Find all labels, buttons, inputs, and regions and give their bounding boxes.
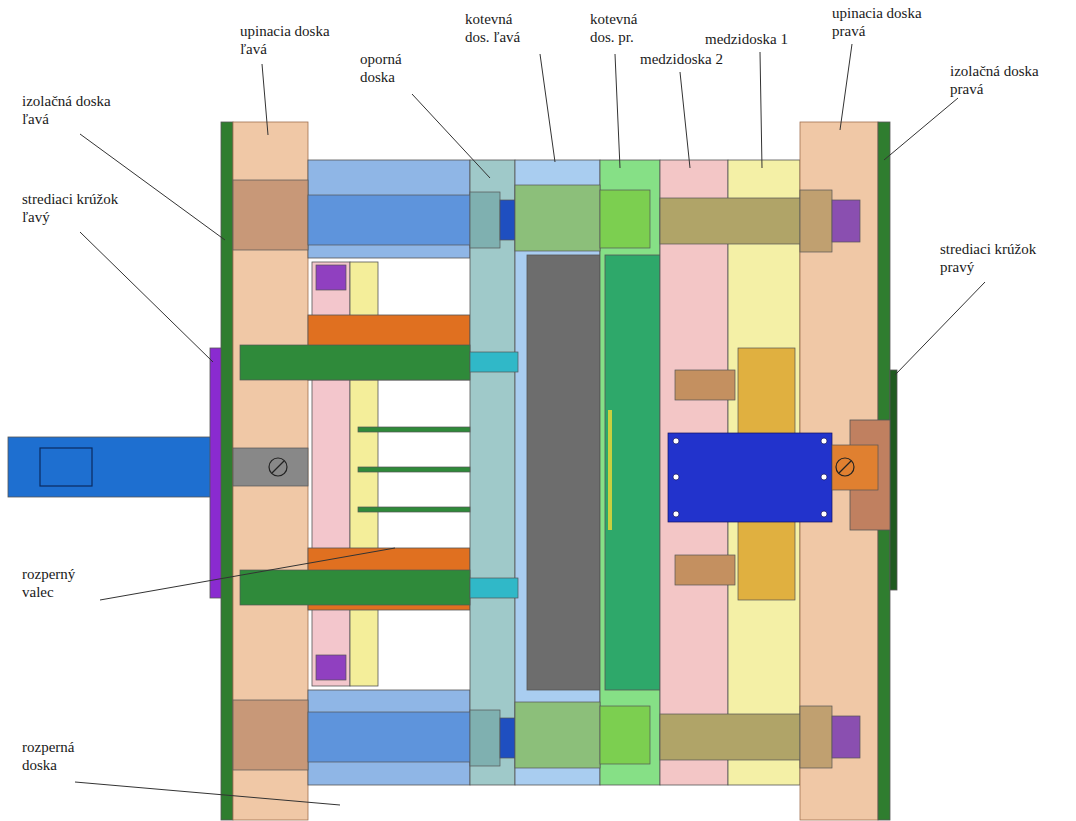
label-text: strediaci krúžok pravý	[940, 241, 1036, 275]
support-plate	[470, 160, 515, 785]
label-text: oporná doska	[360, 51, 402, 85]
spacer-plate-bottom	[308, 690, 470, 785]
label-text: izolačná doska ľavá	[22, 93, 111, 127]
hot-runner-block	[668, 433, 832, 522]
label-text: rozperný valec	[22, 566, 75, 600]
part-label: rozperný valec	[22, 565, 102, 601]
nozzle-window	[40, 448, 92, 486]
spacer-plate-top	[308, 160, 470, 258]
part-label: upinacia doska ľavá	[240, 22, 350, 58]
ejector-rod	[240, 345, 470, 380]
part-label: kotevná dos. ľavá	[465, 10, 537, 46]
ejector-rod	[240, 570, 470, 605]
label-text: upinacia doska pravá	[832, 5, 922, 39]
part-label: medzidoska 1	[705, 30, 788, 48]
guide-pin	[308, 195, 470, 245]
part-label: upinacia doska pravá	[832, 4, 942, 40]
part-label: strediaci krúžok ľavý	[22, 190, 147, 226]
label-text: medzidoska 2	[640, 51, 723, 67]
core-insert	[605, 255, 660, 690]
cavity-insert	[527, 255, 600, 690]
part-label: izolačná doska pravá	[950, 62, 1060, 98]
label-text: kotevná dos. pr.	[590, 11, 637, 45]
anchor-plate-left	[515, 160, 600, 785]
leader-lines	[75, 44, 985, 805]
label-text: medzidoska 1	[705, 31, 788, 47]
insulation-plate-left	[221, 122, 233, 820]
label-text: rozperná doska	[22, 739, 74, 773]
label-text: izolačná doska pravá	[950, 63, 1039, 97]
part-label: oporná doska	[360, 50, 430, 86]
anchor-plate-right	[600, 160, 660, 785]
clamp-plate-left	[233, 122, 308, 820]
part-label: medzidoska 2	[640, 50, 723, 68]
label-text: strediaci krúžok ľavý	[22, 191, 118, 225]
part-label: strediaci krúžok pravý	[940, 240, 1068, 276]
centering-ring-left	[210, 348, 222, 598]
part-label: izolačná doska ľavá	[22, 92, 132, 128]
part-label: kotevná dos. pr.	[590, 10, 658, 46]
nozzle	[8, 437, 216, 497]
label-text: upinacia doska ľavá	[240, 23, 330, 57]
centering-ring-right	[890, 370, 897, 590]
label-text: kotevná dos. ľavá	[465, 11, 520, 45]
part-label: rozperná doska	[22, 738, 102, 774]
guide-bush	[233, 180, 308, 250]
